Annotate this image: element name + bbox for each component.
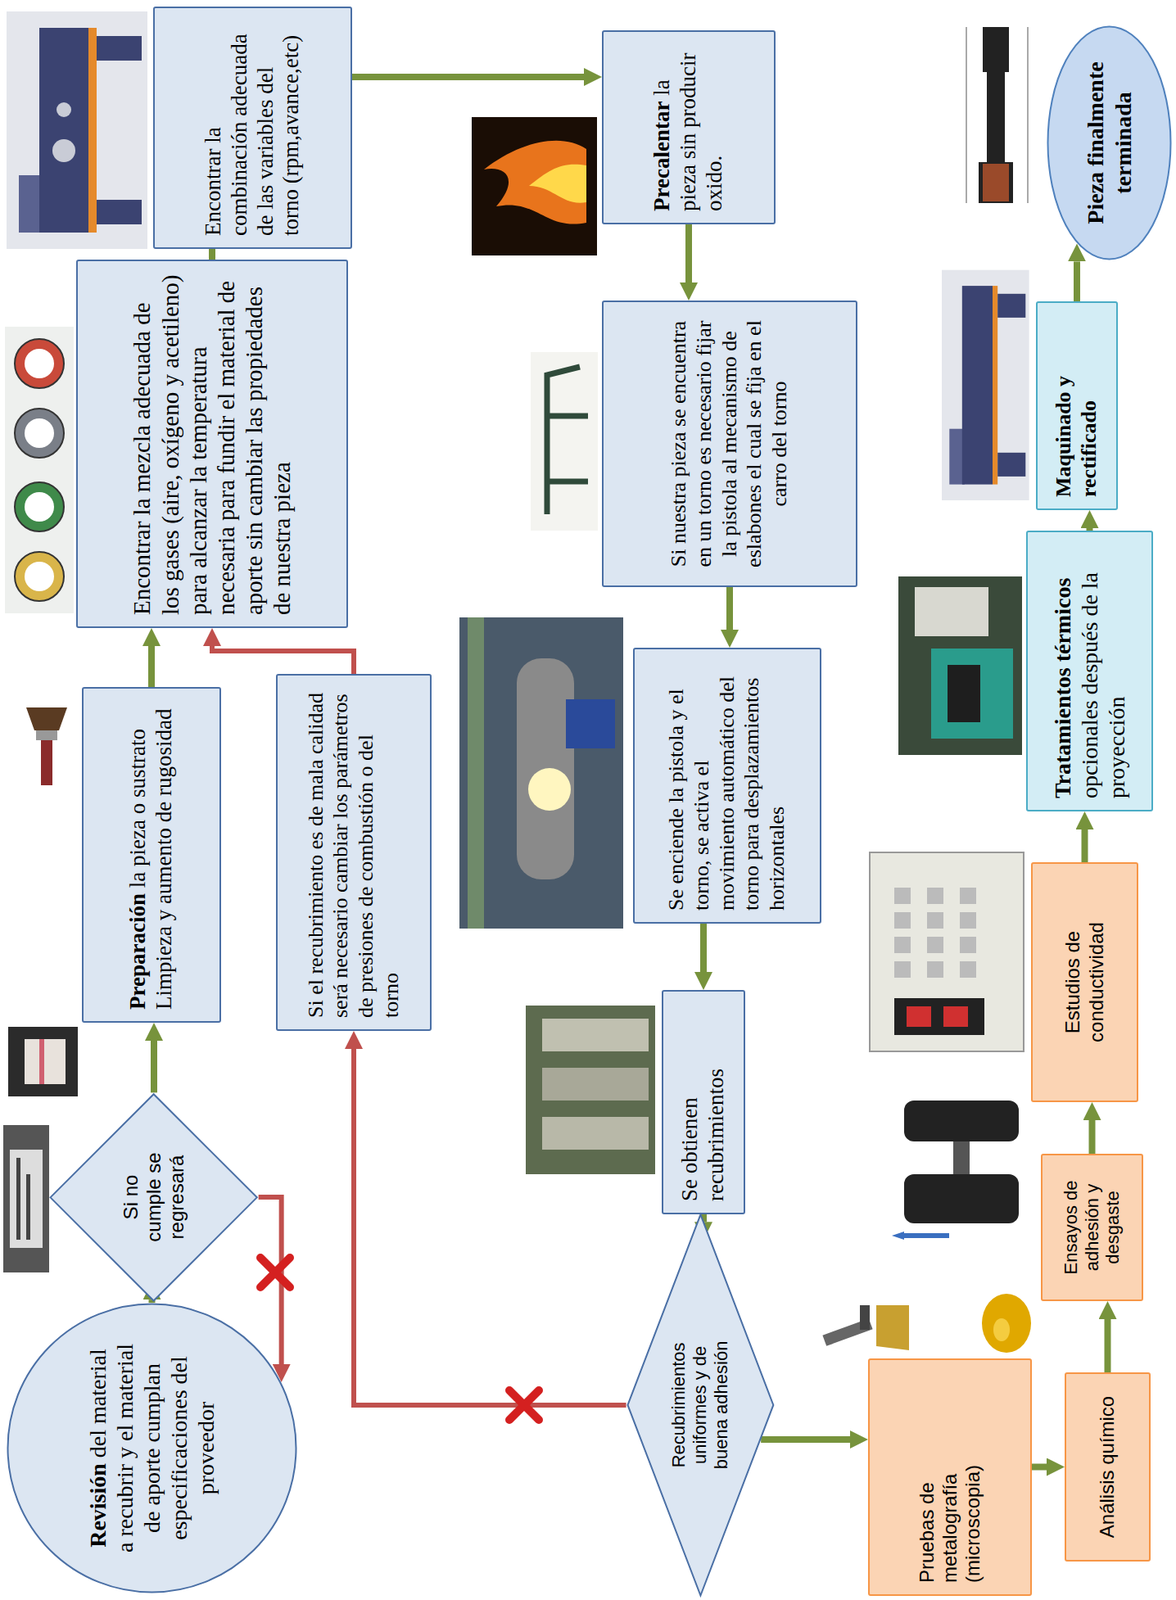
box-text: Análisis químico xyxy=(1095,1385,1119,1549)
text-holder: Encontrar la combinación adecuada de las… xyxy=(192,8,313,248)
process-box: Si nuestra pieza se encuentra en un torn… xyxy=(601,300,858,588)
flow-arrow xyxy=(726,587,733,630)
text-holder: Revisióndel material a recubrir y el mat… xyxy=(84,1343,220,1554)
flow-arrow xyxy=(700,923,707,973)
flow-arrow xyxy=(1031,1464,1047,1471)
text-holder: Preparaciónla pieza o sustrato Limpieza … xyxy=(117,688,186,1022)
box-text: Si nuestra pieza se encuentra en un torn… xyxy=(666,313,792,575)
box-text: Se obtienen recubrimientos xyxy=(677,1003,730,1202)
furnace-photo xyxy=(898,576,1023,756)
box-text: Pieza finalmente terminada xyxy=(1081,58,1136,228)
flow-arrow xyxy=(352,73,584,81)
finished-part-drawing xyxy=(949,9,1042,220)
box-text: opcionales después de la proyección xyxy=(1076,543,1131,799)
flow-arrow xyxy=(1104,1319,1112,1373)
box-text: Si no cumple se regresará xyxy=(119,1143,190,1252)
flow-arrow xyxy=(208,248,216,260)
ellipse-outline xyxy=(1046,25,1172,261)
process-box: Se enciende la pistola y el torno, se ac… xyxy=(633,647,822,924)
return-arrow xyxy=(353,1049,627,1406)
box-text: Si el recubrimiento es de mala calidad s… xyxy=(303,687,405,1018)
reject-cross xyxy=(509,1390,539,1421)
reject-cross xyxy=(260,1257,290,1288)
process-box: Si el recubrimiento es de mala calidad s… xyxy=(275,673,432,1032)
box-text: Estudios de conductividad xyxy=(1061,875,1109,1090)
lathe-photo xyxy=(941,270,1030,501)
gas-regulators-photo xyxy=(4,326,74,614)
ellipse-shape xyxy=(8,1304,297,1593)
return-arrow xyxy=(212,646,354,674)
wear-test-picture xyxy=(891,1100,1019,1240)
bottle-photo xyxy=(8,1026,78,1097)
process-box: Encontrar la mezcla adecuada de los gase… xyxy=(76,259,349,629)
box-text: Recubrimientos uniformes y de buena adhe… xyxy=(668,1325,733,1486)
text-holder: Pieza finalmente terminada xyxy=(1081,58,1136,228)
flow-arrow xyxy=(150,1040,158,1093)
box-text: Tratamientos térmicos xyxy=(1049,543,1077,799)
terminal-ellipse: Revisióndel material a recubrir y el mat… xyxy=(6,1302,298,1594)
flow-arrow xyxy=(1089,1120,1096,1154)
ellipse-shape xyxy=(1048,27,1172,260)
brush-picture xyxy=(26,707,68,786)
text-holder: Recubrimientos uniformes y de buena adhe… xyxy=(668,1325,733,1486)
gun-mount-photo xyxy=(530,352,598,531)
text-holder: Ensayos de adhesión y desgaste xyxy=(1052,1155,1133,1300)
lathe-photo xyxy=(6,11,148,249)
flow-arrow xyxy=(760,1436,851,1443)
flow-arrow xyxy=(1073,261,1081,302)
box-text: Encontrar la mezcla adecuada de los gase… xyxy=(127,272,296,616)
microscope-picture xyxy=(822,1305,910,1351)
process-box: Se obtienen recubrimientos xyxy=(661,990,746,1215)
text-holder: Pruebas de metalografía (microscopia) xyxy=(907,1360,994,1595)
micrograph-picture xyxy=(981,1293,1032,1353)
diamond-shape xyxy=(627,1214,774,1596)
diamond-shape xyxy=(50,1094,258,1301)
fire-photo xyxy=(471,117,598,256)
coated-parts-photo xyxy=(525,1005,656,1175)
text-holder: Precalentarla pieza sin producir oxido. xyxy=(641,31,737,223)
spraying-photo xyxy=(459,617,624,929)
text-holder: Si el recubrimiento es de mala calidad s… xyxy=(295,675,413,1030)
box-text: Se enciende la pistola y el torno, se ac… xyxy=(664,660,790,911)
box-text: Ensayos de adhesión y desgaste xyxy=(1060,1166,1125,1289)
text-holder: Tratamientos térmicosopcionales después … xyxy=(1040,532,1139,810)
powder-jar-photo xyxy=(3,1125,50,1273)
process-box: Precalentarla pieza sin producir oxido. xyxy=(601,30,776,225)
text-holder: Análisis químico xyxy=(1087,1374,1127,1561)
text-holder: Si no cumple se regresará xyxy=(119,1143,190,1252)
box-text: Encontrar la combinación adecuada de las… xyxy=(200,19,305,236)
conductivity-meter-photo xyxy=(869,852,1024,1052)
text-holder: Si nuestra pieza se encuentra en un torn… xyxy=(658,302,801,586)
process-box: Preparaciónla pieza o sustrato Limpieza … xyxy=(81,687,222,1023)
flow-arrow xyxy=(148,646,155,688)
process-box: Ensayos de adhesión y desgaste xyxy=(1040,1153,1144,1302)
box-text: Precalentar xyxy=(649,101,674,212)
text-holder: Estudios de conductividad xyxy=(1053,863,1117,1101)
process-box: Tratamientos térmicosopcionales después … xyxy=(1026,530,1154,812)
text-holder: Se obtienen recubrimientos xyxy=(669,991,738,1213)
flow-arrow xyxy=(1081,829,1089,863)
box-text: Pruebas de metalografía (microscopia) xyxy=(915,1371,986,1584)
box-text: Maquinado y rectificado xyxy=(1051,314,1102,498)
decision-diamond: Si no cumple se regresará xyxy=(49,1092,258,1302)
box-text: Revisión xyxy=(85,1463,111,1548)
process-box: Análisis químico xyxy=(1064,1372,1151,1562)
text-holder: Maquinado y rectificado xyxy=(1043,303,1110,509)
process-box: Maquinado y rectificado xyxy=(1035,301,1118,511)
decision-diamond: Recubrimientos uniformes y de buena adhe… xyxy=(626,1213,775,1597)
flow-arrow xyxy=(685,224,693,283)
process-box: Encontrar la combinación adecuada de las… xyxy=(153,6,353,249)
text-holder: Se enciende la pistola y el torno, se ac… xyxy=(655,649,798,923)
process-box: Pruebas de metalografía (microscopia) xyxy=(868,1358,1032,1597)
box-text: Preparación xyxy=(125,893,150,1010)
process-box: Estudios de conductividad xyxy=(1031,862,1139,1103)
terminal-ellipse: Pieza finalmente terminada xyxy=(1046,25,1172,261)
text-holder: Encontrar la mezcla adecuada de los gase… xyxy=(119,261,304,627)
